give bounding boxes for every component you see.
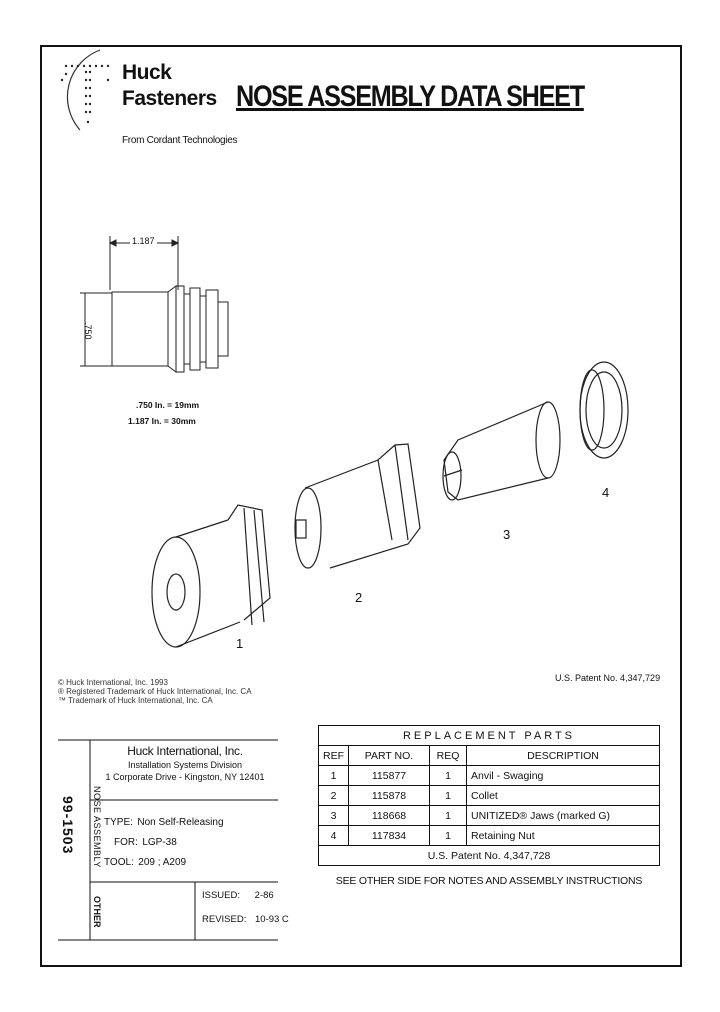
replacement-parts-table: REPLACEMENT PARTS REF PART NO. REQ DESCR… <box>318 725 660 866</box>
callout-4: 4 <box>602 485 610 500</box>
huck-logo-icon <box>60 49 110 131</box>
cell-description: Anvil - Swaging <box>466 765 660 786</box>
cell-part-no: 115877 <box>348 765 430 786</box>
revised-label: REVISED: <box>202 914 247 925</box>
trademark-line: © Huck International, Inc. 1993 <box>58 678 168 687</box>
patent-number: U.S. Patent No. 4,347,729 <box>555 673 661 683</box>
company-division: Installation Systems Division <box>127 760 243 770</box>
cell-part-no: 117834 <box>348 825 430 846</box>
conversion-2: 1.187 In. = 30mm <box>128 416 196 426</box>
callout-2: 2 <box>355 590 363 605</box>
cell-description: Retaining Nut <box>466 825 660 846</box>
spec-block: TYPE: Non Self-Releasing FOR: LGP-38 TOO… <box>104 812 224 872</box>
brand-tagline: From Cordant Technologies <box>122 135 238 146</box>
issued-label: ISSUED: <box>202 890 241 901</box>
info-block-lines <box>58 739 278 941</box>
anvil-part-drawing <box>151 504 271 648</box>
page-border <box>40 45 682 967</box>
cell-ref: 4 <box>318 825 349 846</box>
brand-line-2: Fasteners <box>122 87 217 110</box>
col-description: DESCRIPTION <box>466 745 660 766</box>
cell-part-no: 118668 <box>348 805 430 826</box>
company-address: 1 Corporate Drive - Kingston, NY 12401 <box>105 772 265 782</box>
for-label: FOR: <box>114 837 138 848</box>
callout-3: 3 <box>503 527 511 542</box>
revised-value: 10-93 C <box>255 914 289 925</box>
table-row: 1 115877 1 Anvil - Swaging <box>318 765 660 786</box>
side-label-other: OTHER <box>92 896 102 928</box>
table-row: 2 115878 1 Collet <box>318 785 660 806</box>
table-row: 3 118668 1 UNITIZED® Jaws (marked G) <box>318 805 660 826</box>
company-name: Huck International, Inc. <box>127 744 243 758</box>
side-view-drawing <box>80 236 229 373</box>
company-block: Huck International, Inc. Installation Sy… <box>96 744 274 782</box>
trademark-line: ™ Trademark of Huck International, Inc. … <box>58 696 213 705</box>
brand-name: Huck Fasteners <box>122 60 217 112</box>
dimension-length: 1.187 <box>130 236 157 246</box>
table-header-row: REF PART NO. REQ DESCRIPTION <box>318 745 660 766</box>
cell-part-no: 115878 <box>348 785 430 806</box>
cell-req: 1 <box>429 805 467 826</box>
tool-value: 209 ; A209 <box>138 857 187 868</box>
collet-part-drawing <box>294 443 421 569</box>
trademark-line: ® Registered Trademark of Huck Internati… <box>58 687 252 696</box>
cell-description: UNITIZED® Jaws (marked G) <box>466 805 660 826</box>
type-label: TYPE: <box>104 817 133 828</box>
col-req: REQ <box>429 745 467 766</box>
cell-req: 1 <box>429 765 467 786</box>
trademark-notes: © Huck International, Inc. 1993 ® Regist… <box>58 678 252 705</box>
type-value: Non Self-Releasing <box>137 817 224 828</box>
dimension-diameter: .750 <box>83 322 93 340</box>
jaws-part-drawing <box>442 401 561 501</box>
cell-req: 1 <box>429 825 467 846</box>
retaining-nut-drawing <box>579 361 629 459</box>
table-title: REPLACEMENT PARTS <box>318 725 660 746</box>
side-label-nose-assembly: NOSE ASSEMBLY <box>92 786 102 868</box>
cell-ref: 1 <box>318 765 349 786</box>
revised-row: REVISED: 10-93 C <box>202 914 289 925</box>
page-title: NOSE ASSEMBLY DATA SHEET <box>236 80 585 113</box>
brand-line-1: Huck <box>122 61 172 84</box>
col-ref: REF <box>318 745 349 766</box>
for-value: LGP-38 <box>142 837 177 848</box>
cell-req: 1 <box>429 785 467 806</box>
callout-1: 1 <box>236 636 244 651</box>
table-row: 4 117834 1 Retaining Nut <box>318 825 660 846</box>
tool-label: TOOL: <box>104 857 134 868</box>
issued-value: 2-86 <box>254 890 274 901</box>
issued-row: ISSUED: 2-86 <box>202 890 274 901</box>
document-number: 99-1503 <box>60 796 76 855</box>
cell-ref: 2 <box>318 785 349 806</box>
cell-description: Collet <box>466 785 660 806</box>
col-part-no: PART NO. <box>348 745 430 766</box>
cell-ref: 3 <box>318 805 349 826</box>
see-other-side-note: SEE OTHER SIDE FOR NOTES AND ASSEMBLY IN… <box>335 875 643 887</box>
table-patent: U.S. Patent No. 4,347,728 <box>318 845 660 866</box>
conversion-1: .750 In. = 19mm <box>136 400 200 410</box>
